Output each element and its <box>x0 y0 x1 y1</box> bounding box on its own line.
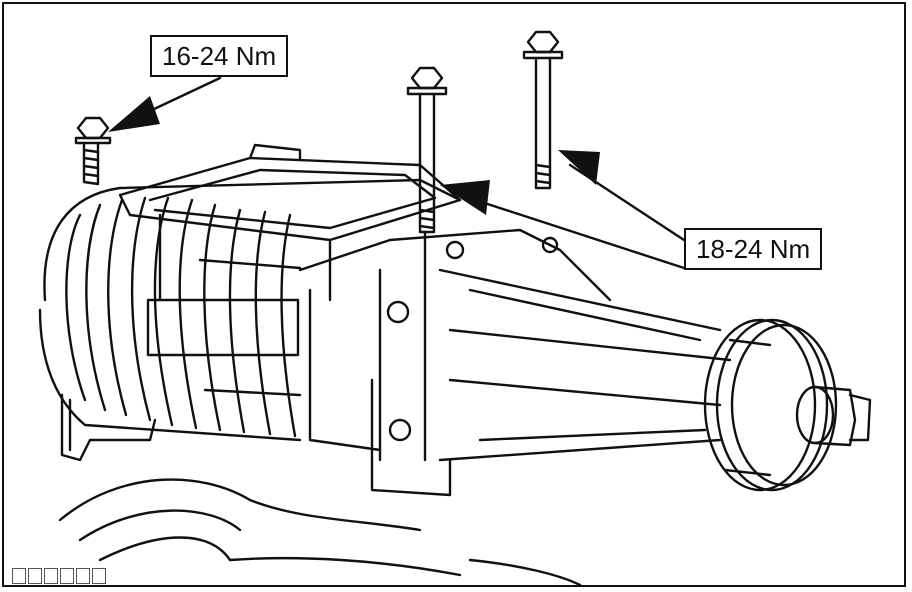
gear-case <box>298 228 612 497</box>
long-bolt-rear <box>522 30 564 190</box>
top-flange <box>118 143 462 302</box>
reference-boxes <box>12 568 106 584</box>
short-bolt <box>74 116 112 186</box>
reference-box <box>60 568 74 584</box>
torque-label-long-bolts: 18-24 Nm <box>684 228 823 270</box>
reference-box <box>44 568 58 584</box>
reference-box <box>92 568 106 584</box>
reference-box <box>12 568 26 584</box>
drive-pulley <box>703 318 872 492</box>
figure-border <box>2 2 906 587</box>
drive-snout <box>438 268 732 462</box>
long-bolt-front <box>406 66 448 462</box>
reference-box <box>76 568 90 584</box>
torque-label-short-bolt: 16-24 Nm <box>150 35 289 77</box>
reference-box <box>28 568 42 584</box>
arrowheads <box>108 96 600 215</box>
engine-outline <box>58 478 582 587</box>
